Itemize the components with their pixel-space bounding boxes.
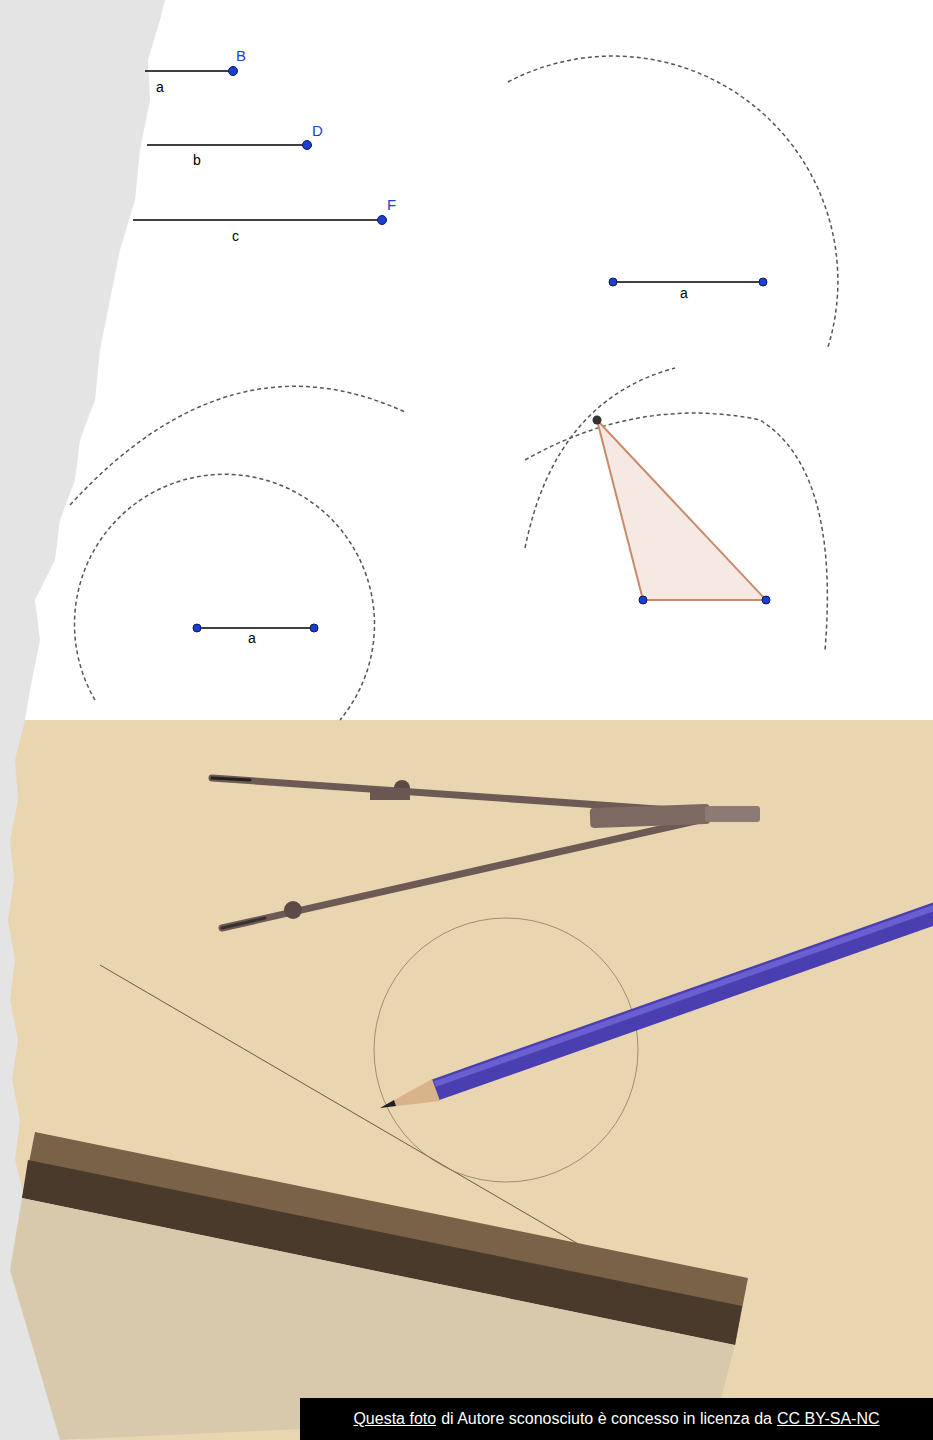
point-label: B — [236, 48, 246, 63]
credit-bar: Questa foto di Autore sconosciuto è conce… — [300, 1398, 933, 1440]
paper — [25, 0, 933, 720]
segment-label: a — [156, 80, 164, 94]
segment-label: a — [248, 631, 256, 645]
point-label: F — [387, 197, 396, 212]
points — [193, 67, 770, 633]
segment-label: a — [680, 286, 688, 300]
compass-arcs — [70, 56, 838, 720]
pencil-circle — [374, 918, 638, 1182]
compass — [212, 778, 760, 928]
intersection-point — [593, 416, 602, 425]
ruler — [10, 1132, 748, 1440]
segment-label: c — [232, 229, 239, 243]
pencil — [380, 904, 933, 1108]
credit-link: CC BY-SA-NC — [777, 1410, 880, 1428]
credit-link: Questa foto — [353, 1410, 436, 1428]
credit-text: di Autore sconosciuto è concesso in lice… — [441, 1410, 772, 1428]
segment-label: b — [193, 153, 201, 167]
point-label: D — [312, 123, 323, 138]
triangle — [597, 420, 766, 600]
